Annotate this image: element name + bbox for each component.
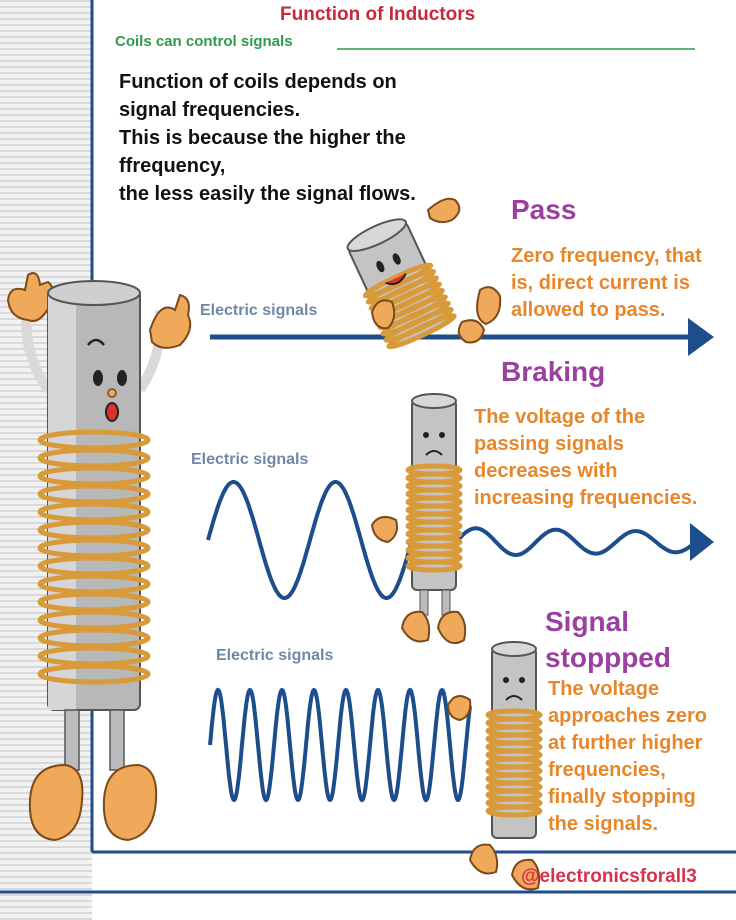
signal-wave-braking-out <box>454 526 694 557</box>
pass-line: is, direct current is <box>511 272 690 294</box>
right-hand <box>148 293 192 349</box>
signal-label-stopped: Electric signals <box>216 647 334 664</box>
signal-dc-arrow <box>210 318 714 356</box>
signal-label-braking: Electric signals <box>191 451 309 468</box>
stopped-heading: Signal stoppped <box>545 604 671 676</box>
braking-line: decreases with <box>474 460 618 482</box>
intro-paragraph: Function of coils depends on signal freq… <box>119 68 416 208</box>
page-title: Function of Inductors <box>280 4 476 25</box>
coil-winding <box>386 313 457 350</box>
pass-coil-foot-2 <box>457 319 486 344</box>
signal-label-pass: Electric signals <box>200 302 318 319</box>
braking-arrowhead <box>690 523 714 561</box>
right-foot <box>102 763 158 842</box>
stopped-line: the signals. <box>548 813 659 835</box>
coil-winding <box>37 663 151 685</box>
stopped-line: at further higher <box>548 732 703 754</box>
pass-coil-foot <box>476 286 502 326</box>
small-coil-braking <box>370 393 467 644</box>
stopped-line: finally stopping <box>548 786 696 808</box>
small-coil-stopped <box>446 641 543 891</box>
braking-description: The voltage of the passing signals decre… <box>474 404 697 512</box>
braking-line: passing signals <box>474 433 625 455</box>
stopped-line: frequencies, <box>548 759 666 781</box>
intro-line: Function of coils depends on <box>119 71 397 93</box>
pass-line: Zero frequency, that <box>511 245 702 267</box>
pass-line: allowed to pass. <box>511 299 666 321</box>
page-subtitle: Coils can control signals <box>115 33 293 50</box>
stopped-heading-line: Signal <box>545 606 630 637</box>
watermark-handle: @electronicsforall3 <box>521 866 697 887</box>
pass-description: Zero frequency, that is, direct current … <box>511 243 702 324</box>
pass-coil-hand-2 <box>370 299 396 330</box>
stopped-line: The voltage <box>548 678 660 700</box>
small-coil-pass <box>346 218 457 350</box>
braking-line: The voltage of the <box>474 406 646 428</box>
intro-line: This is because the higher the <box>119 127 406 149</box>
coil-winding <box>405 559 463 573</box>
big-coil-character <box>6 272 192 842</box>
intro-line: signal frequencies. <box>119 99 301 121</box>
stopped-line: approaches zero <box>548 705 707 727</box>
signal-wave-stopped <box>208 687 472 803</box>
intro-line: the less easily the signal flows. <box>119 183 416 205</box>
coil-winding <box>485 804 543 818</box>
stopped-heading-line: stoppped <box>545 642 671 673</box>
pass-heading: Pass <box>511 194 577 225</box>
signal-wave-braking-in <box>206 480 414 600</box>
intro-line: ffrequency, <box>119 155 226 177</box>
braking-line: increasing frequencies. <box>474 487 698 509</box>
left-foot <box>28 763 84 842</box>
stopped-description: The voltage approaches zero at further h… <box>548 676 707 838</box>
pass-coil-hand <box>426 197 461 224</box>
braking-heading: Braking <box>501 356 606 387</box>
